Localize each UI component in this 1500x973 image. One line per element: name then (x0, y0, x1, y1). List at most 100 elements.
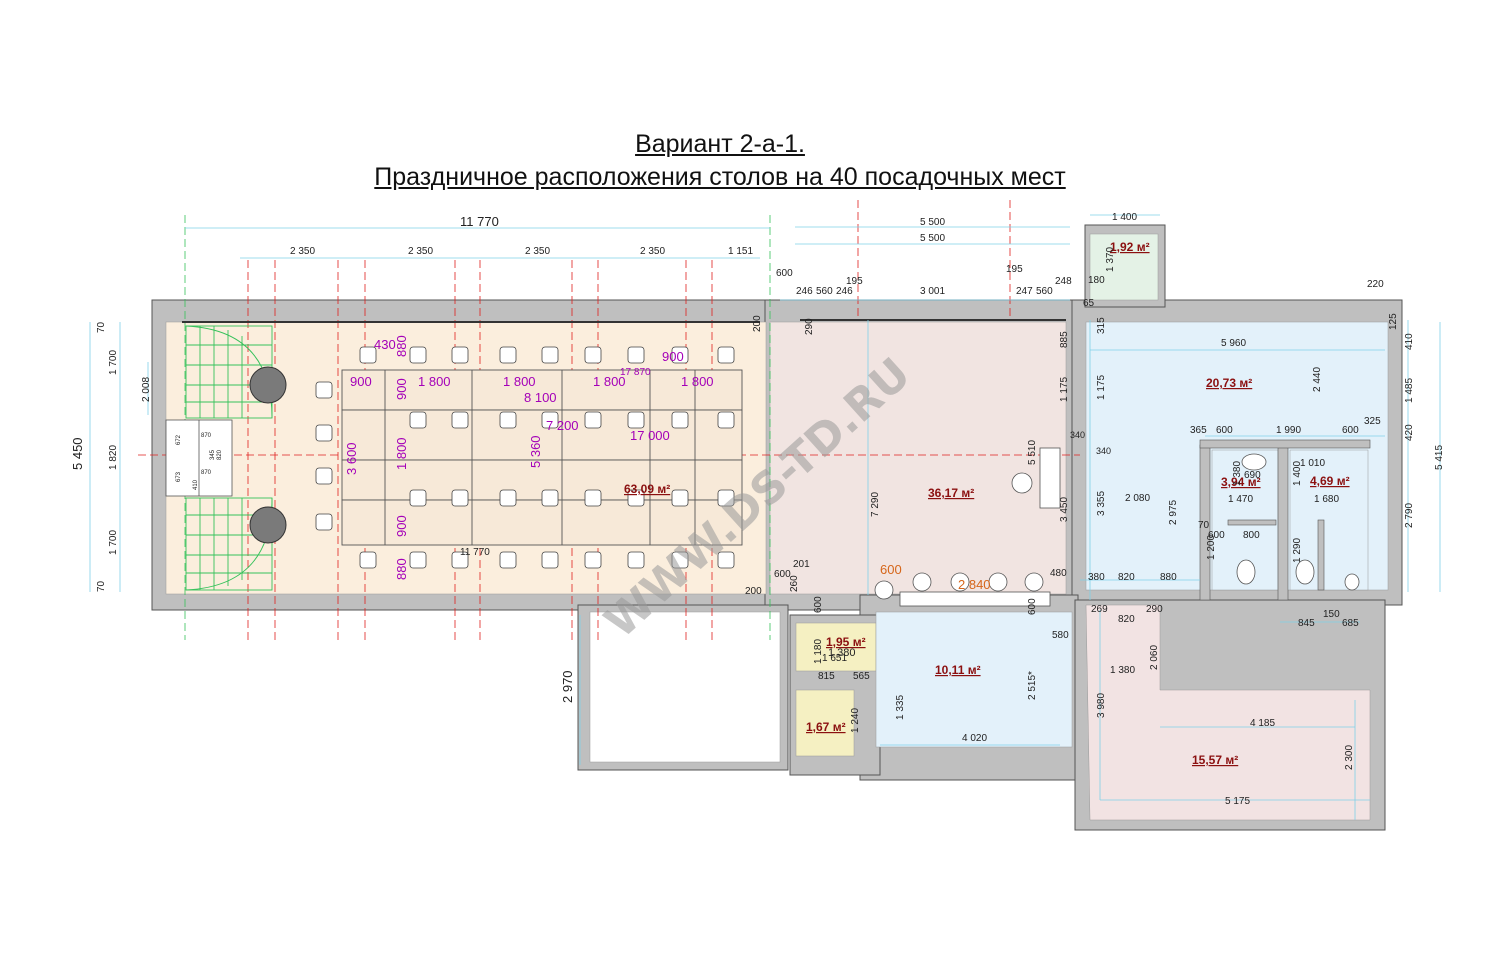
dim-380: 380 (1088, 572, 1105, 583)
chair (671, 346, 689, 364)
dim-125: 125 (1388, 313, 1399, 330)
dim-1240: 1 240 (850, 708, 861, 733)
chair (315, 467, 333, 485)
dim-1820: 1 820 (108, 445, 119, 470)
area-room-20-73: 20,73 м² (1206, 376, 1252, 390)
dim-480: 480 (1050, 568, 1067, 579)
chair (451, 411, 469, 429)
dimension-lines (89, 214, 1441, 820)
dim-820-b: 820 (1118, 614, 1135, 625)
chair (499, 346, 517, 364)
dim-2970: 2 970 (560, 670, 575, 703)
dim-420: 420 (1404, 424, 1415, 441)
hall-1800-c: 1 800 (593, 374, 626, 389)
dim-195-b: 195 (1006, 264, 1023, 275)
dim-1485: 1 485 (1404, 378, 1415, 403)
room-1-92-floor (1089, 233, 1159, 301)
chair (409, 489, 427, 507)
vertical-dimension-labels: 5 450 70 1 700 1 820 1 700 70 2 008 200 … (70, 247, 1445, 770)
room-15-57-floor (1085, 604, 1371, 821)
room-10-11-floor (875, 611, 1073, 748)
dim-200-a: 200 (752, 315, 763, 332)
dim-2008: 2 008 (141, 377, 152, 402)
area-lobby: 36,17 м² (928, 486, 974, 500)
dim-365: 365 (1190, 425, 1207, 436)
dim-560-a: 560 (816, 286, 833, 297)
dim-1700-b: 1 700 (108, 530, 119, 555)
room-1-67-floor (795, 689, 855, 757)
dim-1380-c: 1 380 (828, 647, 856, 659)
hall-900-a: 900 (350, 374, 372, 389)
lobby-floor (769, 321, 1067, 595)
dim-345: 345 (210, 449, 216, 460)
chair (717, 551, 735, 569)
dim-1200: 1 200 (1206, 535, 1217, 560)
dim-880: 880 (1160, 572, 1177, 583)
dim-2440: 2 440 (1312, 367, 1323, 392)
dim-4020: 4 020 (962, 733, 987, 744)
dim-600-c: 600 (1208, 530, 1225, 541)
dim-2790: 2 790 (1404, 503, 1415, 528)
dim-1400: 1 400 (1112, 212, 1137, 223)
chair (409, 411, 427, 429)
hall-1800-a: 1 800 (418, 374, 451, 389)
lobby-600: 600 (880, 562, 902, 577)
dim-1990: 1 990 (1276, 425, 1301, 436)
dim-1370: 1 370 (1105, 247, 1116, 272)
dim-1680: 1 680 (1314, 494, 1339, 505)
dim-7290: 7 290 (870, 492, 881, 517)
chair (451, 551, 469, 569)
dim-248: 248 (1055, 276, 1072, 287)
dim-1400: 1 400 (1292, 461, 1303, 486)
dim-600-top: 600 (776, 268, 793, 279)
area-hall: 63,09 м² (624, 482, 670, 496)
hall-1800-v: 1 800 (394, 437, 409, 470)
dim-1700-a: 1 700 (108, 350, 119, 375)
chair (717, 411, 735, 429)
hall-880-a: 880 (394, 335, 409, 357)
area-room-1-95: 1,95 м² (826, 635, 866, 649)
chair (541, 411, 559, 429)
dim-2350-2: 2 350 (408, 246, 433, 257)
chair (627, 489, 645, 507)
chair (584, 411, 602, 429)
dim-5510: 5 510 (1027, 440, 1038, 465)
chair (584, 346, 602, 364)
chair (541, 346, 559, 364)
dim-2350-4: 2 350 (640, 246, 665, 257)
area-room-1-67: 1,67 м² (806, 720, 846, 734)
chair (315, 424, 333, 442)
hall-430: 430 (374, 337, 396, 352)
dim-1175-a: 1 175 (1059, 377, 1070, 402)
dim-201: 201 (793, 559, 810, 570)
dim-5415: 5 415 (1434, 445, 1445, 470)
dim-315: 315 (1096, 317, 1107, 334)
lobby-2840: 2 840 (958, 577, 991, 592)
toilet-icon (1236, 453, 1360, 591)
dim-2080: 2 080 (1125, 493, 1150, 504)
dim-600-r1: 600 (1216, 425, 1233, 436)
dim-560-b: 560 (1036, 286, 1053, 297)
area-room-15-57: 15,57 м² (1192, 753, 1238, 767)
dim-2300: 2 300 (1344, 745, 1355, 770)
lobby-dimension-labels: 600 2 840 (880, 562, 991, 592)
dim-2350-3: 2 350 (525, 246, 550, 257)
dim-1010: 1 010 (1300, 458, 1325, 469)
chair (627, 411, 645, 429)
dim-3355: 3 355 (1096, 491, 1107, 516)
dim-600-r2: 600 (1342, 425, 1359, 436)
dim-1651: 1 651 (822, 653, 847, 664)
hall-3600: 3 600 (344, 442, 359, 475)
chair (627, 346, 645, 364)
dim-410-s: 410 (193, 479, 199, 490)
dim-195-a: 195 (846, 276, 863, 287)
dim-150: 150 (1323, 609, 1340, 620)
area-room-4-69: 4,69 м² (1310, 474, 1350, 488)
dim-410: 410 (1404, 333, 1415, 350)
dim-247: 247 (1016, 286, 1033, 297)
chairs (315, 346, 735, 569)
chair (499, 411, 517, 429)
dim-3450: 3 450 (1059, 497, 1070, 522)
dim-340: 340 (1096, 446, 1111, 456)
dim-5450: 5 450 (70, 437, 85, 470)
